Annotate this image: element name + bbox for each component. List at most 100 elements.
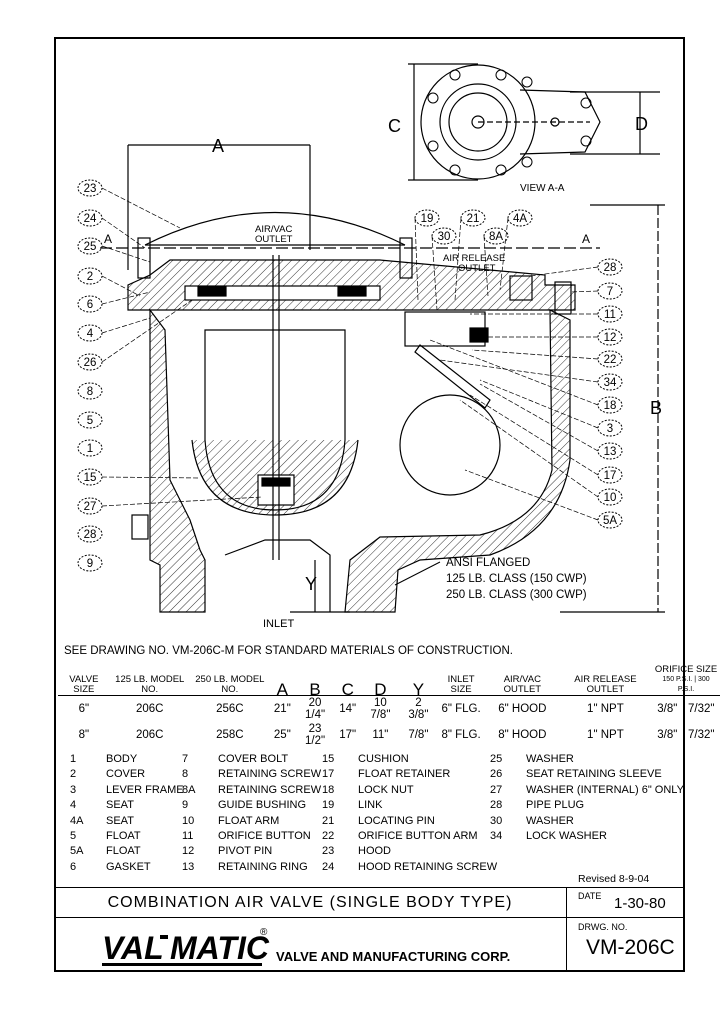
title-block: COMBINATION AIR VALVE (SINGLE BODY TYPE)… — [54, 887, 685, 972]
view-label: VIEW A-A — [520, 183, 565, 194]
air-vac-outlet-label-1: AIR/VAC — [255, 224, 292, 235]
part-name: RETAINING RING — [218, 860, 308, 873]
callout-label: 19 — [421, 213, 434, 225]
part-item: 25 WASHER — [490, 752, 684, 767]
callout-label: 15 — [84, 472, 97, 484]
th-125: 125 LB. MODEL NO. — [109, 665, 190, 696]
dim-c: C — [388, 116, 401, 136]
part-name: WASHER — [526, 753, 574, 765]
th-airvac: AIR/VAC OUTLET — [485, 665, 559, 696]
callout-label: 7 — [607, 286, 613, 298]
part-name: LOCK NUT — [358, 783, 414, 796]
part-name: GUIDE BUSHING — [218, 799, 307, 812]
callout-8 — [77, 382, 103, 400]
cell-size: 6" — [78, 703, 90, 715]
cell-airvac: 8" HOOD — [498, 729, 547, 741]
section-a-left: A — [104, 232, 112, 246]
callout-label: 34 — [604, 377, 617, 389]
th-b: B — [294, 665, 336, 698]
hood — [144, 212, 406, 246]
part-item: 9 GUIDE BUSHING — [182, 798, 321, 813]
part-name: FLOAT RETAINER — [358, 768, 451, 781]
cell-b: 20 1/4" — [304, 697, 326, 721]
part-number: 24 — [322, 860, 335, 873]
cell-m125: 206C — [135, 729, 164, 741]
cell-inlet: 6" FLG. — [441, 703, 481, 715]
cell-airrel: 1" NPT — [587, 729, 624, 741]
th-y: Y — [400, 665, 437, 698]
cell-a: 21" — [273, 703, 291, 715]
part-number: 2 — [70, 768, 77, 781]
cell-airvac: 6" HOOD — [498, 703, 547, 715]
cell-airrel: 1" NPT — [587, 703, 624, 715]
part-name: FLOAT — [106, 830, 141, 843]
part-number: 12 — [182, 845, 195, 858]
part-name: SEAT RETAINING SLEEVE — [526, 768, 662, 781]
th-valve-size: VALVE SIZE — [58, 665, 110, 696]
company-name: VALVE AND MANUFACTURING CORP. — [276, 949, 511, 964]
callout-28 — [77, 525, 103, 543]
cell-d: 11" — [372, 729, 389, 741]
callout-label: 13 — [604, 446, 617, 458]
part-number: 28 — [490, 799, 503, 812]
part-number: 5 — [70, 830, 77, 843]
svg-text:VAL: VAL — [102, 930, 164, 966]
date-label: DATE — [578, 891, 602, 901]
part-number: 6 — [70, 860, 77, 873]
part-number: 22 — [322, 830, 335, 843]
callout-label: 10 — [604, 492, 617, 504]
cell-c: 14" — [339, 703, 357, 715]
callout-label: 8A — [489, 231, 503, 243]
svg-text:MATIC: MATIC — [170, 930, 270, 966]
callout-9 — [77, 554, 103, 572]
inlet-label: INLET — [263, 618, 294, 630]
part-number: 25 — [490, 753, 503, 765]
drawing-title: COMBINATION AIR VALVE (SINGLE BODY TYPE) — [54, 887, 567, 918]
part-number: 9 — [182, 799, 189, 812]
callout-label: 6 — [87, 299, 93, 311]
part-number: 34 — [490, 830, 503, 843]
air-release-label-1: AIR RELEASE — [443, 253, 505, 264]
callout-label: 28 — [604, 262, 617, 274]
cell-m250: 256C — [216, 703, 244, 715]
part-number: 15 — [322, 753, 335, 765]
cell-b: 23 1/2" — [304, 723, 326, 747]
date-value: 1-30-80 — [614, 895, 666, 912]
part-name: HOOD — [358, 845, 391, 858]
callout-label: 8 — [87, 386, 93, 398]
callout-label: 17 — [604, 470, 617, 482]
part-name: CUSHION — [358, 753, 409, 765]
part-name: FLOAT ARM — [218, 814, 280, 827]
part-name: ORIFICE BUTTON ARM — [358, 830, 478, 843]
part-name: PIPE PLUG — [526, 799, 585, 812]
part-number: 11 — [182, 830, 194, 843]
part-number: 19 — [322, 799, 335, 812]
part-number: 1 — [70, 753, 77, 765]
cell-o300: 7/32" — [688, 729, 715, 741]
cell-o150: 3/8" — [657, 703, 678, 715]
part-name: LOCATING PIN — [358, 814, 435, 827]
part-name: COVER BOLT — [218, 753, 289, 765]
part-name: RETAINING SCREW — [218, 768, 322, 781]
th-a: A — [269, 665, 295, 698]
part-name: GASKET — [106, 860, 151, 873]
callout-label: 26 — [84, 357, 97, 369]
part-number: 4 — [70, 799, 77, 812]
cell-inlet: 8" FLG. — [441, 729, 481, 741]
callout-label: 5 — [87, 415, 93, 427]
body — [149, 308, 206, 613]
air-release-label-2: OUTLET — [458, 263, 496, 274]
part-name: WASHER (INTERNAL) 6" ONLY — [526, 783, 684, 796]
